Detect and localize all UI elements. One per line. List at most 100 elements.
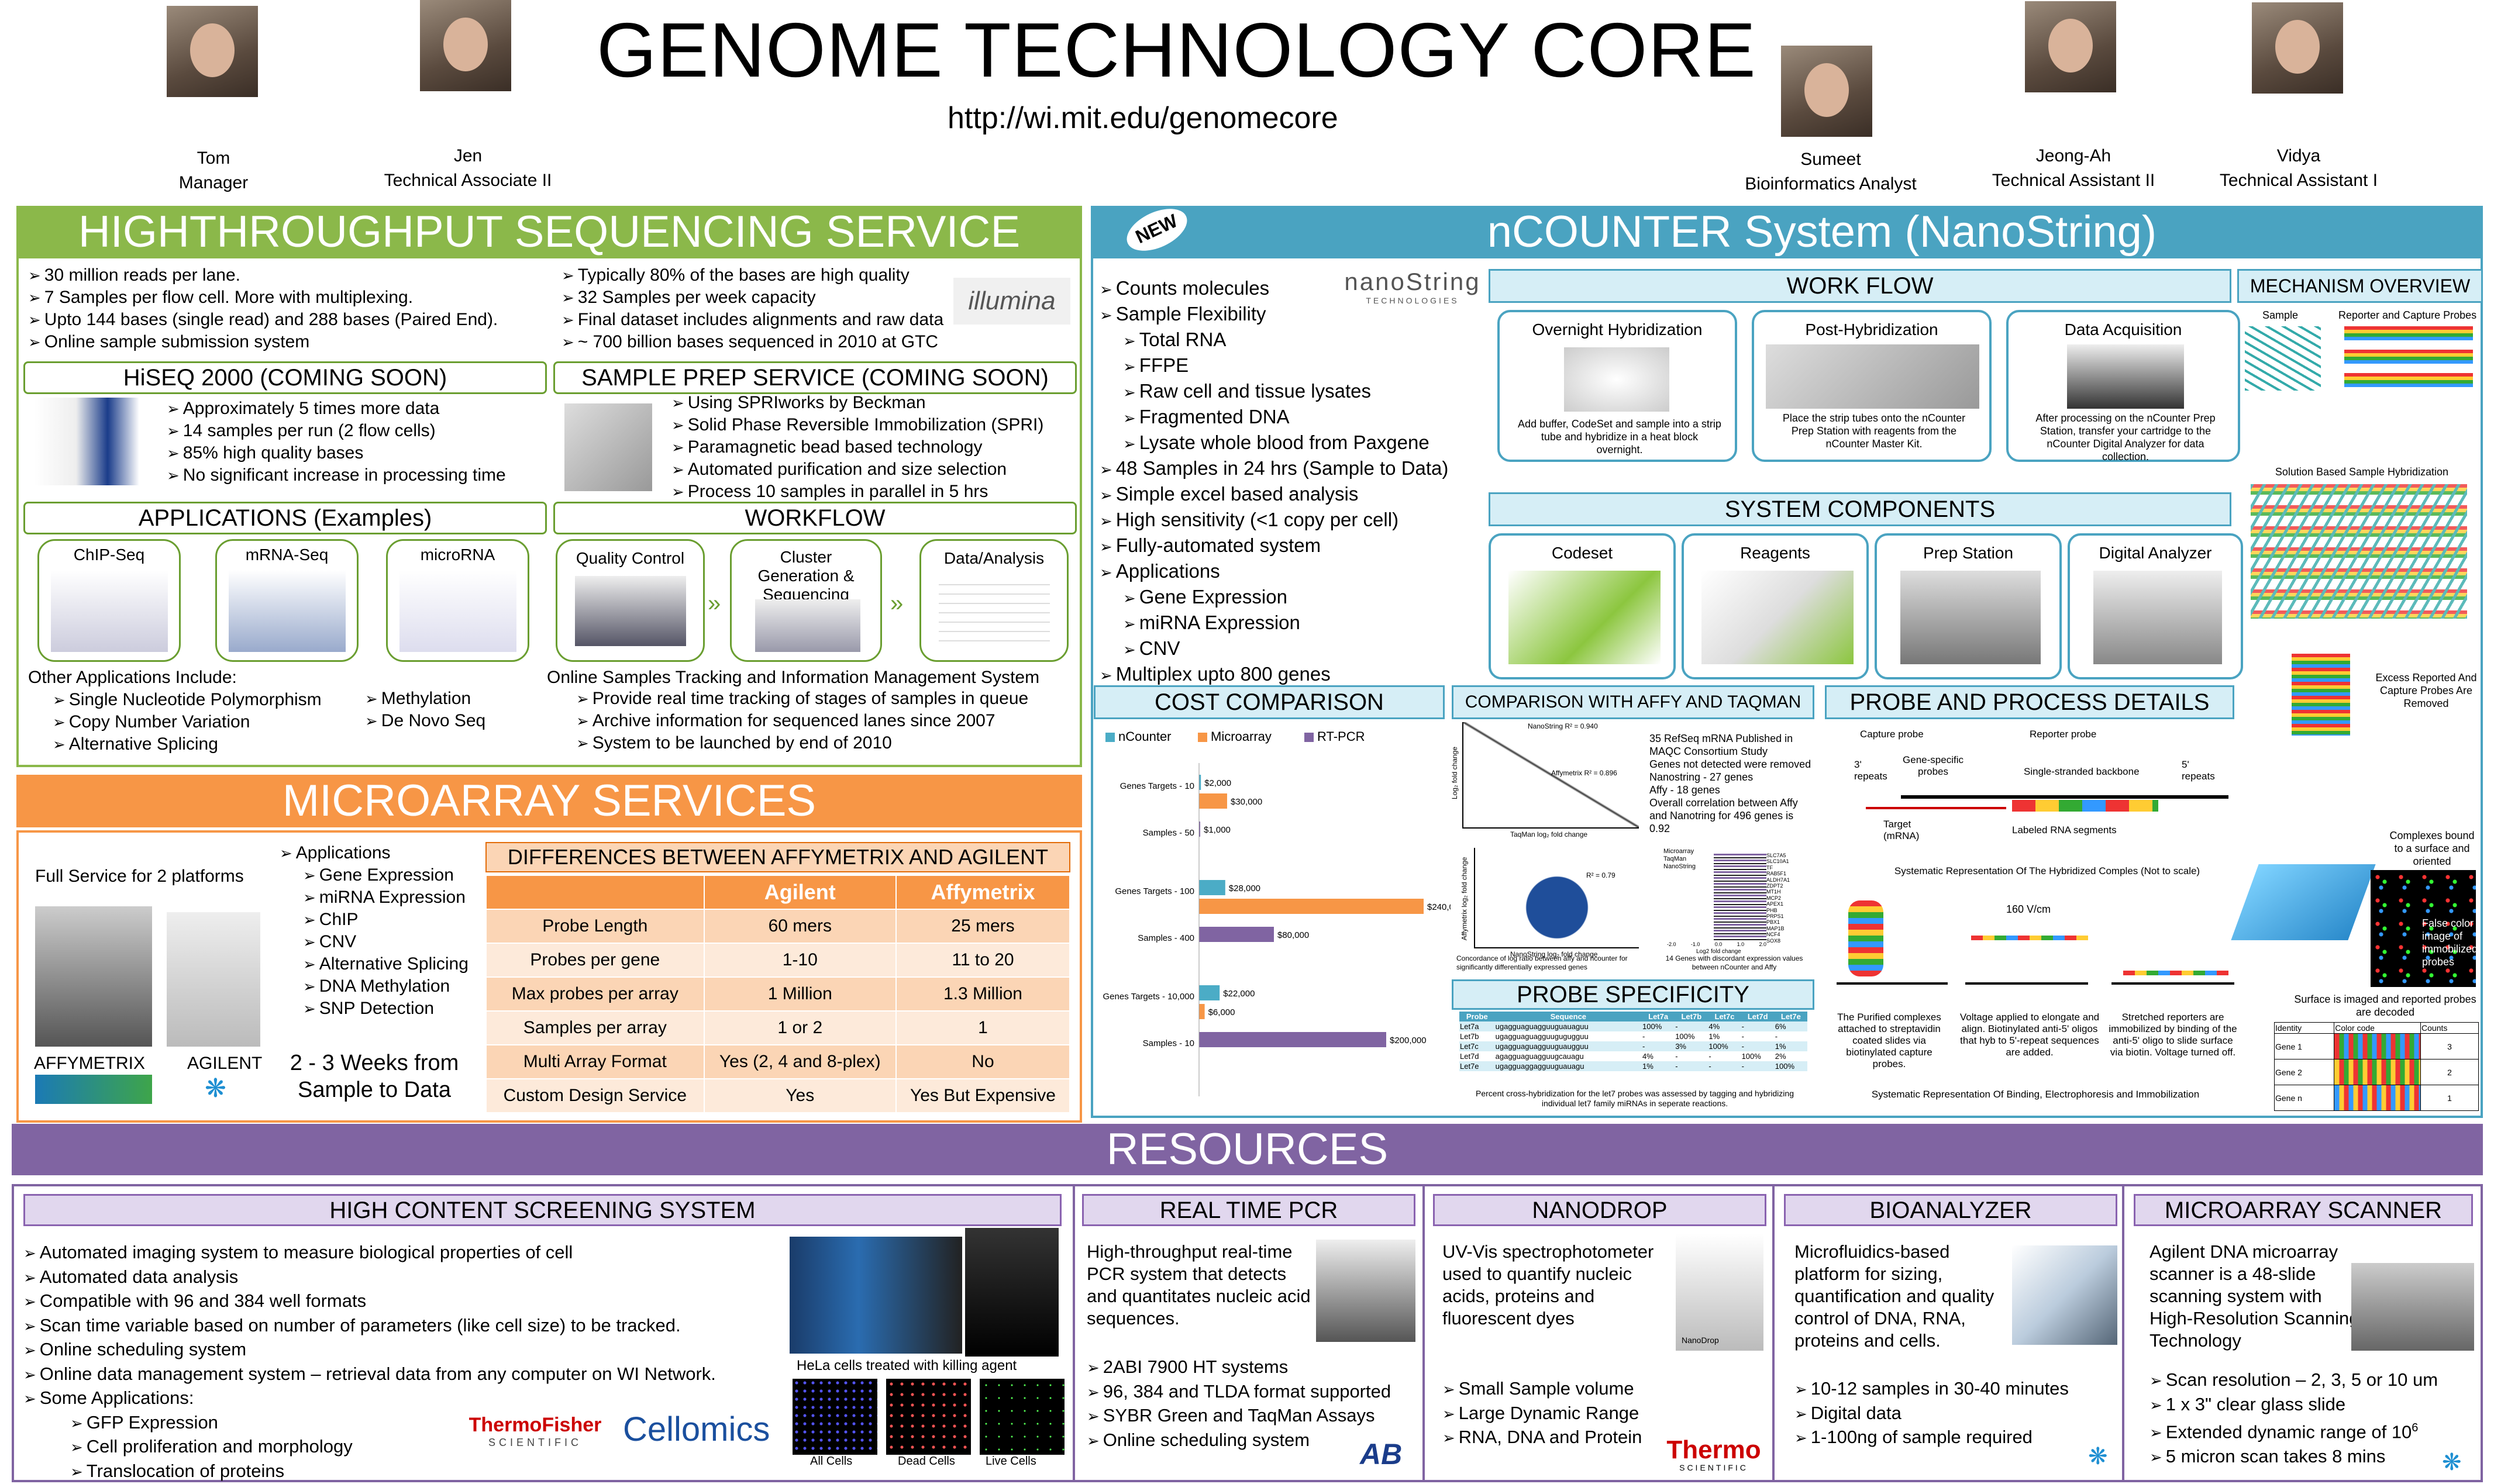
photo-sumeet bbox=[1781, 46, 1872, 137]
photo-jeongah bbox=[2025, 1, 2116, 92]
ncounter-bullets: Counts molecules Sample Flexibility Tota… bbox=[1100, 276, 1449, 688]
false-color-image: False color image of immobilized probes bbox=[2371, 870, 2478, 987]
micro-apps: Applications Gene ExpressionmiRNA Expres… bbox=[280, 842, 469, 1020]
affy-notes: 35 RefSeq mRNA Published in MAQC Consort… bbox=[1649, 733, 1811, 834]
diff-cell: Multi Array Format bbox=[485, 1044, 705, 1079]
workflow-data: Data/Analysis bbox=[919, 539, 1069, 662]
diff-cell: 1-10 bbox=[703, 943, 897, 978]
micro-panel bbox=[16, 830, 1082, 1123]
diff-cell: 11 to 20 bbox=[895, 943, 1071, 978]
category-label: Samples - 50 bbox=[1143, 828, 1194, 838]
cost-title: COST COMPARISON bbox=[1094, 685, 1445, 719]
value-label: $200,000 bbox=[1390, 1036, 1427, 1045]
affymetrix-chip-image bbox=[35, 906, 152, 1047]
diff-header-affymetrix: Affymetrix bbox=[895, 875, 1071, 910]
scatter-top-legend-2: Affymetrix R² = 0.896 bbox=[1551, 769, 1617, 777]
cell-label: Dead Cells bbox=[898, 1455, 955, 1468]
probe-label: Single-stranded backbone bbox=[2024, 766, 2140, 777]
affy-scatter-top: NanoString R² = 0.940 Affymetrix R² = 0.… bbox=[1451, 722, 1639, 838]
value-label: $80,000 bbox=[1277, 930, 1309, 940]
prep-title: SAMPLE PREP SERVICE (COMING SOON) bbox=[553, 361, 1077, 394]
diff-cell: Max probes per array bbox=[485, 976, 705, 1012]
pcr-bullets: 2ABI 7900 HT systems96, 384 and TLDA for… bbox=[1087, 1355, 1391, 1452]
diff-cell: Probe Length bbox=[485, 909, 705, 944]
resources-title: RESOURCES bbox=[12, 1124, 2483, 1175]
diff-cell: Samples per array bbox=[485, 1010, 705, 1045]
diff-header-blank bbox=[485, 875, 705, 910]
diff-cell: Yes But Expensive bbox=[895, 1078, 1071, 1113]
probe-label: 3' repeats bbox=[1854, 759, 1887, 782]
workflow-cluster: Cluster Generation & Sequencing bbox=[730, 539, 882, 662]
value-label: $30,000 bbox=[1231, 797, 1262, 807]
brand-agilent: AGILENT bbox=[187, 1054, 263, 1073]
hybridization-image bbox=[2251, 484, 2467, 619]
probe-label: 5' repeats bbox=[2182, 759, 2215, 782]
mech-label: Sample bbox=[2262, 309, 2299, 321]
value-label: $240,000 bbox=[1427, 902, 1451, 912]
mechanism-title: MECHANISM OVERVIEW bbox=[2237, 269, 2483, 303]
agilent-logo-icon: ❋ bbox=[205, 1074, 226, 1103]
scanner-desc: Agilent DNA microarray scanner is a 48-s… bbox=[2149, 1241, 2359, 1351]
component-prep-station: Prep Station bbox=[1875, 533, 2062, 679]
agilent-slide-image bbox=[167, 912, 260, 1047]
nanodrop-bullets: Small Sample volumeLarge Dynamic RangeRN… bbox=[1442, 1377, 1642, 1450]
scatter-bottom-xlabel: NanoString log₂ fold change bbox=[1510, 950, 1598, 958]
scatter-top-legend-1: NanoString R² = 0.940 bbox=[1528, 722, 1598, 730]
other-apps-right: MethylationDe Novo Seq bbox=[365, 688, 485, 732]
mech-label: Surface is imaged and reported probes ar… bbox=[2294, 993, 2476, 1018]
hts-bullets-left: 30 million reads per lane.7 Samples per … bbox=[28, 264, 498, 353]
probe-label: Reporter probe bbox=[2030, 729, 2097, 740]
affy-title: COMPARISON WITH AFFY AND TAQMAN bbox=[1452, 685, 1814, 719]
scanner-bullets: Scan resolution – 2, 3, 5 or 10 um1 x 3"… bbox=[2149, 1368, 2438, 1469]
bioanalyzer-bullets: 10-12 samples in 30-40 minutesDigital da… bbox=[1794, 1377, 2069, 1450]
bar-rt-pcr bbox=[1199, 1032, 1386, 1047]
category-label: Samples - 400 bbox=[1138, 933, 1194, 943]
diff-cell: 1 or 2 bbox=[703, 1010, 897, 1045]
process-step-1: The Purified complexes attached to strep… bbox=[1831, 900, 1954, 1076]
workflow-title: WORK FLOW bbox=[1489, 269, 2231, 303]
photo-vidya bbox=[2252, 2, 2343, 94]
workflow-qc: Quality Control bbox=[556, 539, 705, 662]
diff-cell: 1 bbox=[895, 1010, 1071, 1045]
pcr-panel bbox=[1075, 1184, 1425, 1482]
cell-label: All Cells bbox=[810, 1455, 853, 1468]
bar-microarray bbox=[1199, 793, 1227, 809]
discordant-xlabel: Log2 fold change bbox=[1696, 948, 1741, 955]
process-step-3: Stretched reporters are immobilized by b… bbox=[2106, 900, 2240, 1076]
probe-strands bbox=[2344, 326, 2473, 396]
agilent-logo-icon-2: ❋ bbox=[2088, 1444, 2108, 1469]
scanner-image bbox=[2351, 1263, 2474, 1351]
probe-segments bbox=[2012, 800, 2158, 812]
diff-title: DIFFERENCES BETWEEN AFFYMETRIX AND AGILE… bbox=[485, 842, 1070, 872]
value-label: $2,000 bbox=[1204, 778, 1231, 788]
value-label: $28,000 bbox=[1229, 884, 1260, 893]
lims-label: Online Samples Tracking and Information … bbox=[547, 668, 1040, 687]
hiseq-image bbox=[34, 398, 139, 485]
app-chipseq: ChIP-Seq bbox=[37, 539, 181, 662]
mech-label: Complexes bound to a surface and oriente… bbox=[2389, 830, 2475, 867]
component-reagents: Reagents bbox=[1682, 533, 1869, 679]
ab-logo: AB bbox=[1360, 1438, 1403, 1471]
diff-cell: 25 mers bbox=[895, 909, 1071, 944]
core-url[interactable]: http://wi.mit.edu/genomecore bbox=[948, 101, 1338, 135]
bioanalyzer-title: BIOANALYZER bbox=[1784, 1194, 2117, 1226]
legend-label-0: nCounter bbox=[1118, 729, 1172, 744]
diff-cell: Yes (2, 4 and 8-plex) bbox=[703, 1044, 897, 1079]
nanodrop-image: NanoDrop bbox=[1676, 1234, 1763, 1351]
diff-cell: 1 Million bbox=[703, 976, 897, 1012]
diff-cell: 1.3 Million bbox=[895, 976, 1071, 1012]
hiseq-title: HiSEQ 2000 (COMING SOON) bbox=[23, 361, 547, 394]
probe-diagram: Capture probe Reporter probe 3' repeats … bbox=[1831, 725, 2234, 889]
illumina-logo: illumina bbox=[953, 278, 1070, 325]
hcs-panel bbox=[13, 1184, 1075, 1482]
full-service-label: Full Service for 2 platforms bbox=[35, 867, 244, 886]
other-apps-left: Single Nucleotide PolymorphismCopy Numbe… bbox=[53, 689, 322, 755]
hts-panel bbox=[16, 258, 1082, 767]
